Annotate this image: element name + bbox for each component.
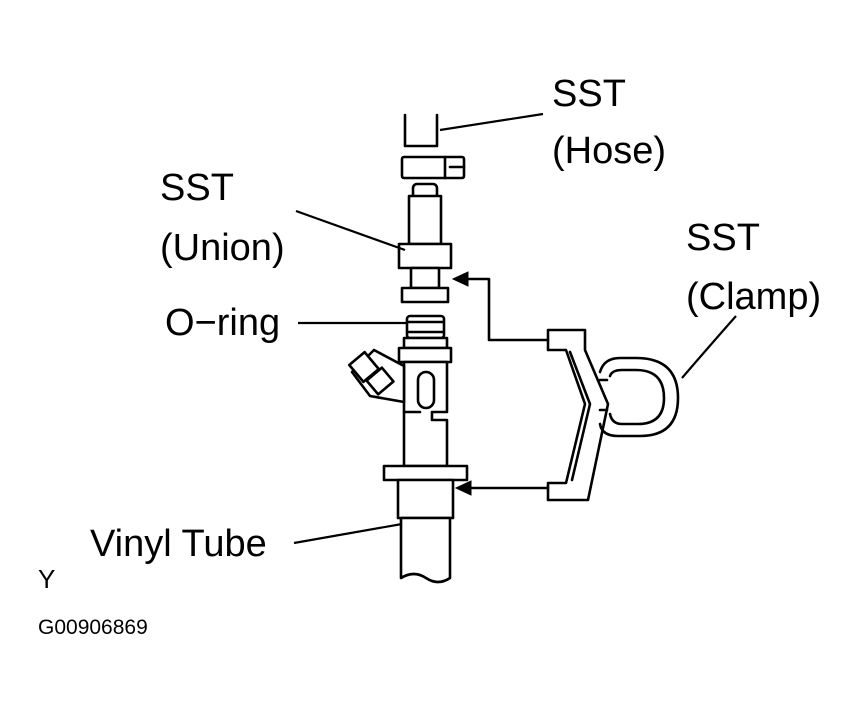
fuel-injector bbox=[347, 336, 469, 520]
leader-lines bbox=[293, 112, 737, 545]
label-sst-union-2: (Union) bbox=[160, 227, 285, 269]
vinyl-tube bbox=[399, 516, 452, 584]
sst-clamp bbox=[546, 328, 680, 502]
label-sst-hose-1: SST bbox=[552, 73, 626, 115]
o-ring bbox=[405, 314, 446, 340]
sst-hose bbox=[400, 113, 466, 180]
label-sst-clamp-1: SST bbox=[686, 217, 760, 259]
label-sst-hose-2: (Hose) bbox=[552, 130, 666, 172]
footer-letter: Y bbox=[38, 564, 55, 594]
label-o-ring: O−ring bbox=[165, 302, 280, 344]
clamp-arrows bbox=[451, 271, 550, 496]
sst-union bbox=[397, 182, 453, 304]
label-vinyl-tube: Vinyl Tube bbox=[90, 523, 267, 565]
label-sst-clamp-2: (Clamp) bbox=[686, 276, 821, 318]
label-sst-union-1: SST bbox=[160, 167, 234, 209]
figure-code: G00906869 bbox=[38, 616, 148, 639]
